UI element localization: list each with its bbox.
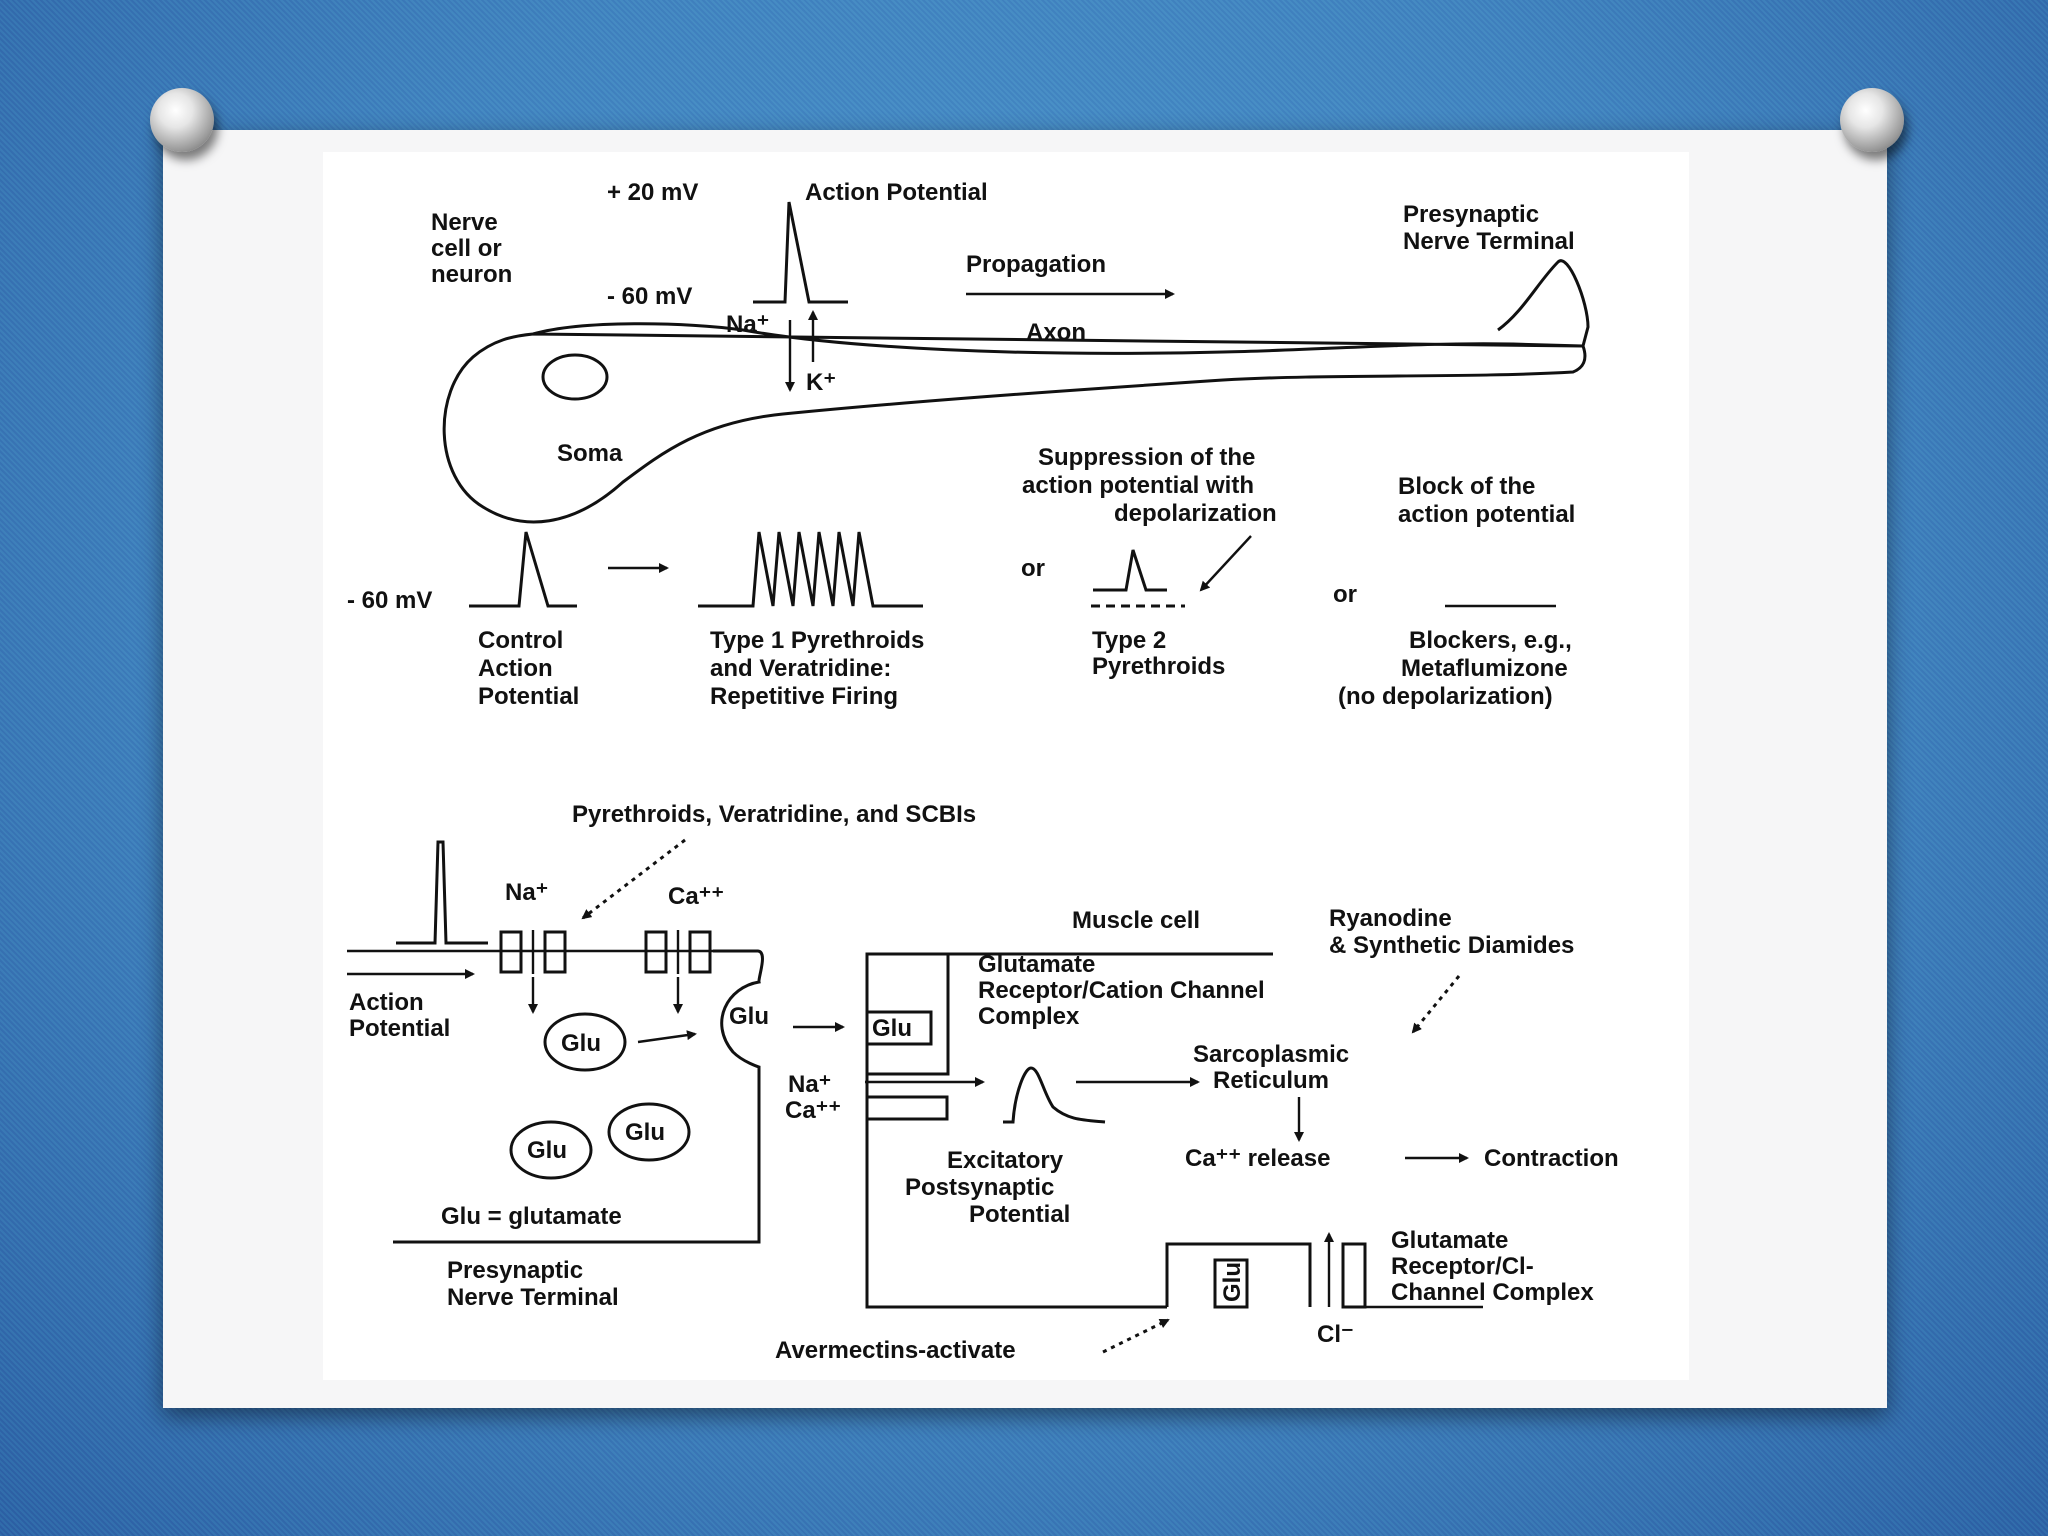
neuron-outline xyxy=(442,259,1590,524)
propagation-label: Propagation xyxy=(966,251,1106,278)
cation-receptor-line3: Complex xyxy=(978,1003,1080,1030)
presynaptic-bottom-line2: Nerve Terminal xyxy=(447,1284,619,1311)
cation-receptor-line1: Glutamate xyxy=(978,951,1095,978)
contraction-label: Contraction xyxy=(1484,1145,1619,1172)
ryanodine-line1: Ryanodine xyxy=(1329,905,1452,932)
control-ap-line3: Potential xyxy=(478,683,579,710)
vesicle-3-label: Glu xyxy=(625,1119,665,1146)
soma-label: Soma xyxy=(557,440,623,467)
ca-release-label: Ca⁺⁺ release xyxy=(1185,1145,1330,1172)
cl-channel xyxy=(1341,1242,1367,1309)
ca-channel-right xyxy=(688,930,712,974)
cl-glu-site xyxy=(1213,1258,1249,1309)
blockers-line3: (no depolarization) xyxy=(1338,683,1553,710)
minus60-label-top: - 60 mV xyxy=(607,283,692,310)
vesicle-1-label: Glu xyxy=(561,1030,601,1057)
nerve-cell-line3: neuron xyxy=(431,261,512,288)
nerve-cell-line2: cell or xyxy=(431,235,502,262)
glu-definition: Glu = glutamate xyxy=(441,1203,622,1230)
type2-line2: Pyrethroids xyxy=(1092,653,1225,680)
type1-line3: Repetitive Firing xyxy=(710,683,898,710)
ryanodine-dotted-arrow xyxy=(1411,975,1461,1034)
cl-label: Cl⁻ xyxy=(1317,1321,1354,1348)
nerve-cell-line1: Nerve xyxy=(431,209,498,236)
control-ap-line1: Control xyxy=(478,627,563,654)
epsp-line3: Potential xyxy=(969,1201,1070,1228)
control-ap-trace xyxy=(469,531,577,608)
ca-post-label: Ca⁺⁺ xyxy=(785,1097,841,1124)
type2-line1: Type 2 xyxy=(1092,627,1166,654)
presynaptic-bottom-line1: Presynaptic xyxy=(447,1257,583,1284)
released-glu-label: Glu xyxy=(729,1003,769,1030)
vesicle-fusion-arrow xyxy=(637,1030,697,1044)
ca-channel-label: Ca⁺⁺ xyxy=(668,883,724,910)
presynaptic-spike xyxy=(396,840,488,945)
ryanodine-line2: & Synthetic Diamides xyxy=(1329,932,1574,959)
action-potential-title: Action Potential xyxy=(805,179,988,206)
type1-line1: Type 1 Pyrethroids xyxy=(710,627,924,654)
control-ap-line2: Action xyxy=(478,655,553,682)
presynaptic-terminal-wall xyxy=(393,949,764,1244)
suppression-line1: Suppression of the xyxy=(1038,444,1255,471)
suppression-line2: action potential with xyxy=(1022,472,1254,499)
ca-channel-left xyxy=(644,930,668,974)
na-channel-left xyxy=(499,930,523,974)
pyrethroids-label: Pyrethroids, Veratridine, and SCBIs xyxy=(572,801,976,828)
type2-trace xyxy=(1093,549,1167,592)
presynaptic-top-line1: Presynaptic xyxy=(1403,201,1539,228)
suppression-arrow xyxy=(1199,535,1252,592)
minus60-label-mid: - 60 mV xyxy=(347,587,432,614)
glu-binding-site xyxy=(865,1010,933,1046)
blockers-line1: Blockers, e.g., xyxy=(1409,627,1572,654)
or-label-2: or xyxy=(1333,581,1357,608)
push-pin-right xyxy=(1840,88,1904,152)
nucleus xyxy=(541,353,609,401)
cl-receptor-frame xyxy=(1165,1242,1312,1307)
ap-bottom-line2: Potential xyxy=(349,1015,450,1042)
type1-line2: and Veratridine: xyxy=(710,655,891,682)
suppression-line3: depolarization xyxy=(1114,500,1277,527)
cation-receptor-line2: Receptor/Cation Channel xyxy=(978,977,1265,1004)
repetitive-firing-trace xyxy=(698,531,923,608)
cl-receptor-line1: Glutamate xyxy=(1391,1227,1508,1254)
sr-line1: Sarcoplasmic xyxy=(1193,1041,1349,1068)
neurotoxin-mechanism-figure: + 20 mV Action Potential Nerve cell or n… xyxy=(323,152,1689,1380)
vesicle-3 xyxy=(607,1102,691,1162)
na-post-label: Na⁺ xyxy=(788,1071,831,1098)
k-label: K⁺ xyxy=(806,369,836,396)
plus20-label: + 20 mV xyxy=(607,179,698,206)
cl-glu-label: Glu xyxy=(1219,1262,1246,1302)
cl-receptor-line2: Receptor/Cl- xyxy=(1391,1253,1534,1280)
sr-line2: Reticulum xyxy=(1213,1067,1329,1094)
diagram-canvas: + 20 mV Action Potential Nerve cell or n… xyxy=(347,179,1619,1364)
vesicle-2-label: Glu xyxy=(527,1137,567,1164)
avermectin-dotted-arrow xyxy=(1102,1318,1170,1354)
vesicle-1 xyxy=(543,1012,627,1072)
muscle-cell-label: Muscle cell xyxy=(1072,907,1200,934)
na-channel-label: Na⁺ xyxy=(505,879,548,906)
action-potential-spike xyxy=(753,201,848,304)
avermectins-label: Avermectins-activate xyxy=(775,1337,1016,1364)
na-channel-right xyxy=(543,930,567,974)
muscle-membrane xyxy=(865,952,1273,1309)
block-line1: Block of the xyxy=(1398,473,1535,500)
push-pin-left xyxy=(150,88,214,152)
axon-label: Axon xyxy=(1026,319,1086,346)
pyrethroid-dotted-arrow xyxy=(581,838,686,920)
vesicle-2 xyxy=(509,1120,593,1180)
or-label-1: or xyxy=(1021,555,1045,582)
cl-receptor-line3: Channel Complex xyxy=(1391,1279,1594,1306)
cation-receptor-frame xyxy=(867,952,950,1076)
block-line2: action potential xyxy=(1398,501,1575,528)
epsp-trace xyxy=(1003,1066,1106,1124)
bound-glu-label: Glu xyxy=(872,1015,912,1042)
epsp-line1: Excitatory xyxy=(947,1147,1064,1174)
cation-receptor-lower xyxy=(865,1095,949,1121)
epsp-line2: Postsynaptic xyxy=(905,1174,1054,1201)
presynaptic-top-line2: Nerve Terminal xyxy=(1403,228,1575,255)
ap-bottom-line1: Action xyxy=(349,989,424,1016)
blockers-line2: Metaflumizone xyxy=(1401,655,1568,682)
